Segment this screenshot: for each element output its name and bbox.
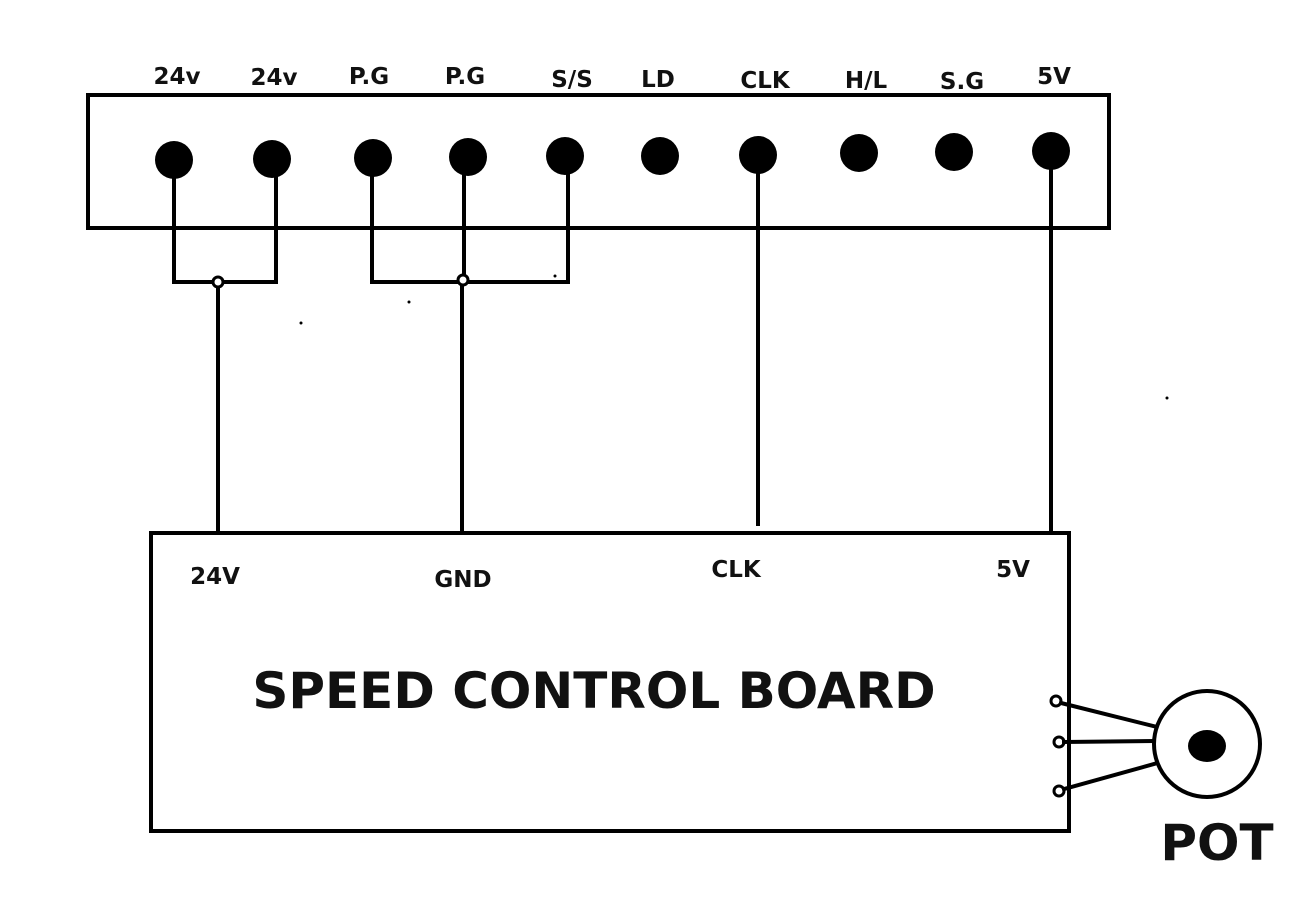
terminal-label: CLK xyxy=(740,68,791,94)
speck xyxy=(299,321,303,325)
terminal-block: 24v 24v P.G P.G S/S LD CLK H/L S.G 5V xyxy=(86,64,1111,230)
terminal-label: P.G xyxy=(445,64,485,90)
pot-label: POT xyxy=(1160,814,1273,872)
board-title: SPEED CONTROL BOARD xyxy=(252,662,935,720)
potentiometer: POT xyxy=(1049,689,1274,872)
speck xyxy=(407,300,411,304)
pot-knob xyxy=(1188,730,1226,762)
terminal-label: 5V xyxy=(1037,64,1071,90)
terminal-sg xyxy=(935,133,973,171)
terminal-24v-2 xyxy=(253,140,291,178)
board-input-label: GND xyxy=(434,567,491,593)
terminal-label: S.G xyxy=(940,69,984,95)
pot-lead-3 xyxy=(1061,761,1157,792)
wire-ground-bridge xyxy=(370,154,570,284)
pot-lead-2 xyxy=(1061,738,1157,745)
terminal-label: 24v xyxy=(154,64,201,90)
wire-gnd-to-board xyxy=(460,280,475,543)
board-input-label: CLK xyxy=(711,557,762,583)
wires xyxy=(172,149,1169,543)
junction-24v xyxy=(211,275,225,289)
board-frame xyxy=(149,531,1071,833)
speck xyxy=(553,274,557,278)
terminal-label: S/S xyxy=(551,67,593,93)
terminal-label: H/L xyxy=(845,68,888,94)
junction-gnd xyxy=(456,273,470,287)
speck xyxy=(1165,396,1169,400)
terminal-pg-2 xyxy=(449,138,487,176)
pot-lead-1 xyxy=(1058,700,1160,730)
terminal-label: 24v xyxy=(251,65,298,91)
board-input-label: 5V xyxy=(996,557,1030,583)
terminal-ld xyxy=(641,137,679,175)
board-input-label: 24V xyxy=(190,564,240,590)
wire-24v-bridge xyxy=(172,157,278,284)
terminal-ss xyxy=(546,137,584,175)
terminal-hl xyxy=(840,134,878,172)
speed-control-board: 24V GND CLK 5V SPEED CONTROL BOARD xyxy=(149,531,1071,833)
terminal-label: P.G xyxy=(349,64,389,90)
terminal-label: LD xyxy=(641,67,675,93)
